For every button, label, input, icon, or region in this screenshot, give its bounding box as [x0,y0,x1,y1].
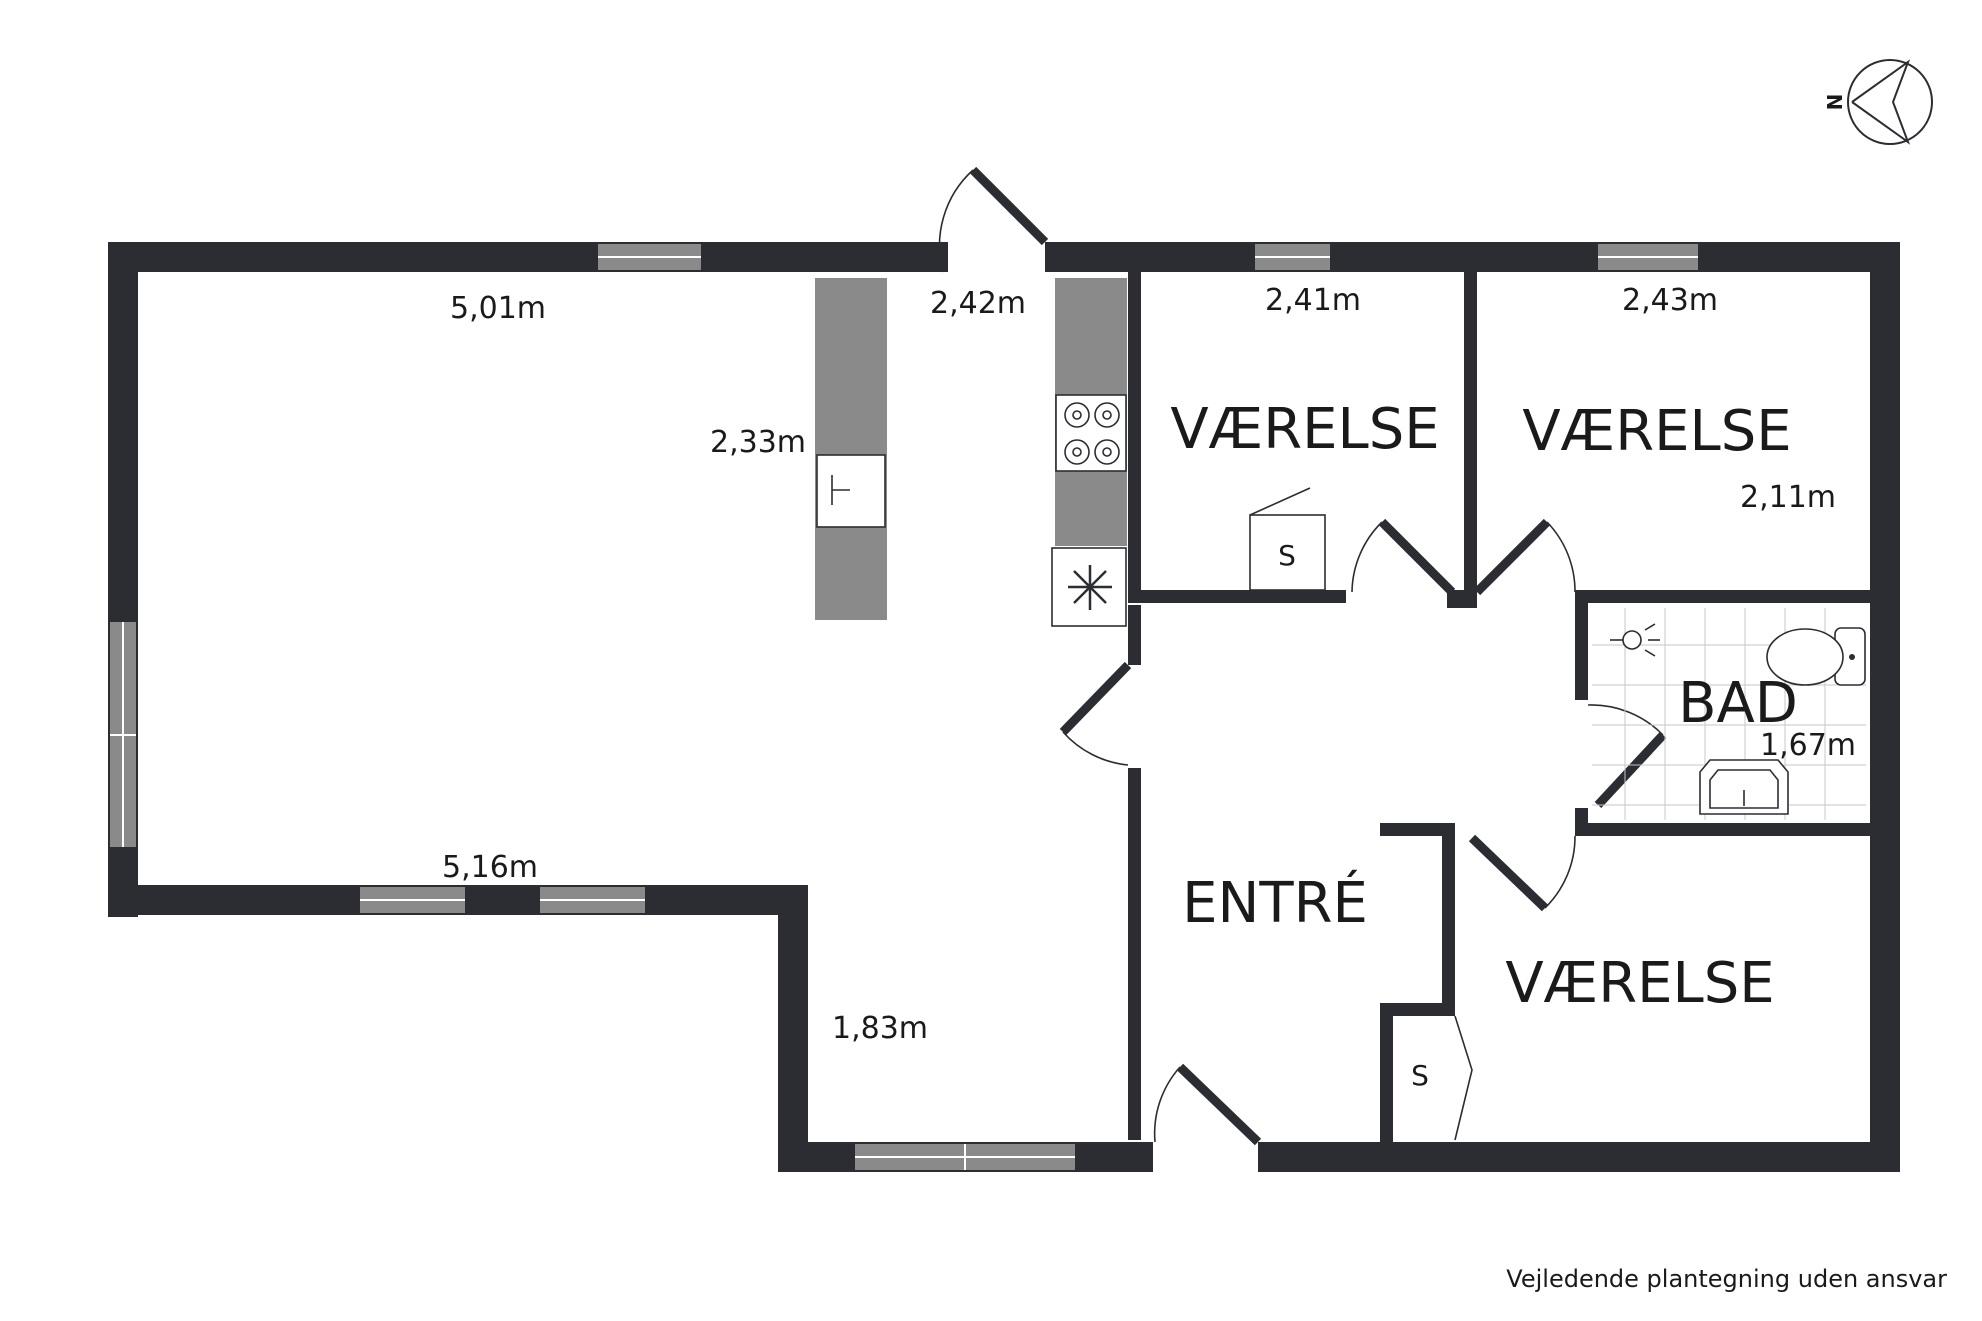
windows [110,244,1698,1170]
door-bed1 [1378,518,1456,596]
room-label-bathroom: BAD [1678,671,1798,736]
dim-bedroom-2-depth: 2,11m [1740,480,1836,515]
wall-bath-left-upper [1575,590,1588,700]
room-labels: VÆRELSE VÆRELSE VÆRELSE BAD ENTRÉ [1170,397,1798,1016]
snowflake-icon [1068,565,1112,610]
wall-bed3-top-stub [1380,823,1455,836]
walls [108,242,1900,1172]
door-living-entry [1059,661,1132,736]
dimension-labels: 5,01m 2,42m 2,33m 2,41m 2,43m 2,11m 1,67… [442,283,1856,1046]
doors [938,166,1667,1146]
closet-2-label: S [1411,1059,1429,1092]
wall-bed3-left [1442,823,1455,1003]
dim-living-ext: 1,83m [832,1011,928,1046]
dim-bathroom: 1,67m [1760,728,1856,763]
dim-kitchen: 2,42m [930,286,1026,321]
bathroom-sink [1699,759,1789,815]
kitchen-island [815,278,887,620]
door-living-entry-swing [1062,731,1129,766]
dim-living-bottom: 5,16m [442,850,538,885]
kitchen-sink [816,454,886,528]
door-bath-swing [1587,704,1664,736]
wall-closet2-top [1380,1003,1455,1016]
door-bed1-swing [1351,521,1383,593]
door-entry-bottom-swing [1153,1066,1181,1143]
stove-burners [1064,402,1120,465]
wall-bottom-right [1258,1142,1900,1172]
door-bed2-swing [1546,521,1576,593]
room-label-bedroom-1: VÆRELSE [1170,397,1439,462]
closet-1-label: S [1278,539,1296,572]
room-label-entrance: ENTRÉ [1182,871,1368,936]
wall-right [1870,242,1900,1172]
north-label: N [1823,94,1847,111]
closet-1 [1249,514,1326,591]
door-bath [1594,731,1667,809]
bathroom-fixtures [1592,608,1866,820]
wall-bed1-bottom [1128,590,1346,603]
north-arrow: N [1823,59,1933,145]
dim-bedroom-1: 2,41m [1265,283,1361,318]
wall-ext-left [778,885,808,1170]
dim-kitchen-island: 2,33m [710,425,806,460]
wall-bath-bottom [1575,823,1870,836]
door-top [969,166,1049,246]
door-closet2 [1454,1015,1473,1141]
wall-bed1-bottom-stub [1447,590,1477,608]
door-entry-bottom [1176,1063,1262,1146]
wall-living-entry-lower [1128,768,1141,1140]
wall-top-left [108,242,948,272]
wall-closet2-left [1380,1003,1393,1148]
wall-bath-left-lower [1575,808,1588,823]
disclaimer-text: Vejledende plantegning uden ansvar [1506,1265,1947,1293]
toilet [1766,627,1866,686]
kitchen [815,278,1127,627]
room-label-bedroom-2: VÆRELSE [1522,399,1791,464]
door-bed3 [1468,834,1549,912]
room-label-bedroom-3: VÆRELSE [1505,951,1774,1016]
closets: S S [1249,487,1429,1092]
door-bed2 [1473,518,1551,596]
wall-top-right [1045,242,1900,272]
wall-bed2-bottom [1575,590,1870,603]
dim-bedroom-2: 2,43m [1622,283,1718,318]
door-bed3-swing [1544,835,1576,909]
shower-icon [1610,623,1660,657]
wall-living-entry-upper [1128,605,1141,665]
wall-bed1-bed2 [1464,272,1477,590]
door-top-swing [938,169,974,273]
dim-living-top: 5,01m [450,291,546,326]
wall-kitchen-bed1 [1128,272,1141,590]
